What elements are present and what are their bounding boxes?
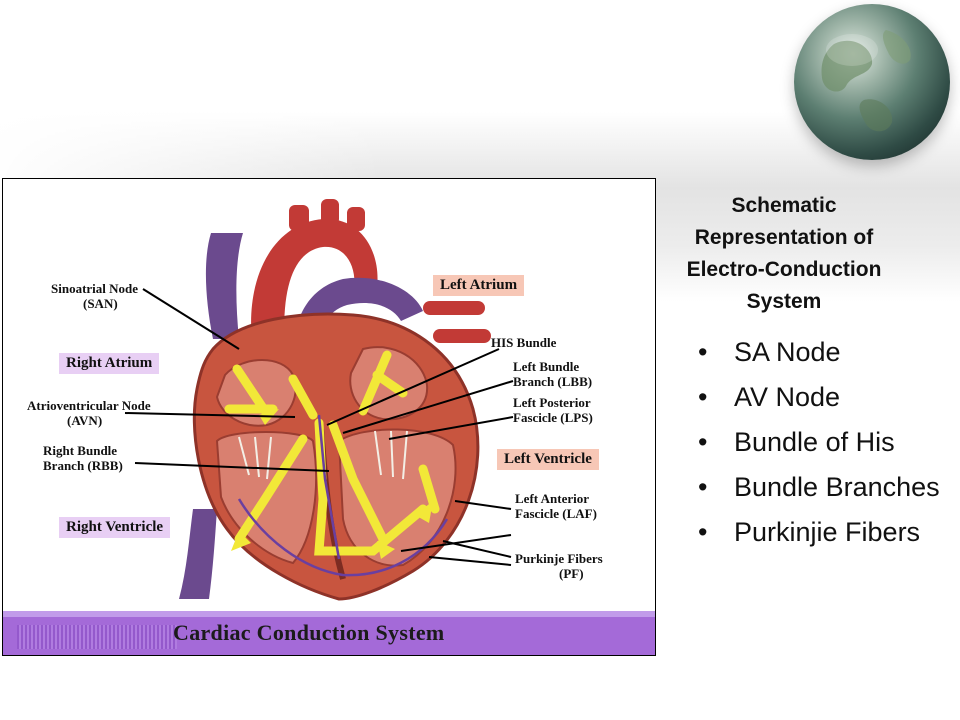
label-rbb-line1: Right Bundle xyxy=(43,443,118,458)
label-pf-line1: Purkinje Fibers xyxy=(515,551,603,566)
pulmonary-vein xyxy=(433,329,491,343)
heart-illustration xyxy=(124,199,514,601)
diagram-caption-bar: Cardiac Conduction System xyxy=(3,611,655,655)
label-avn-line1: Atrioventricular Node xyxy=(27,398,151,413)
bullet-text: Bundle of His xyxy=(734,427,895,457)
bullet-dot-icon: • xyxy=(698,472,708,502)
bullet-text: AV Node xyxy=(734,382,841,412)
cardiac-diagram: Sinoatrial Node (SAN) Right Atrium Atrio… xyxy=(2,178,656,656)
bundle-line xyxy=(317,414,341,560)
slide-title: Schematic Representation of Electro-Cond… xyxy=(650,190,918,318)
bullet-item: • AV Node xyxy=(698,380,948,415)
label-rbb-line2: Branch (RBB) xyxy=(43,458,123,473)
aorta-branch xyxy=(347,207,365,231)
label-pointers xyxy=(124,288,514,566)
slide-title-line1: Schematic xyxy=(731,194,837,217)
caption-texture xyxy=(17,625,177,649)
tag-right-ventricle: Right Ventricle xyxy=(59,517,171,538)
label-lbb-line1: Left Bundle xyxy=(513,359,580,374)
bullet-item: • SA Node xyxy=(698,335,948,370)
pulmonary-artery xyxy=(293,277,423,371)
bullet-item: • Purkinjie Fibers xyxy=(698,515,948,550)
inferior-vena-cava xyxy=(179,509,217,599)
purkinje-line xyxy=(237,498,449,577)
label-san-line1: Sinoatrial Node xyxy=(51,281,139,296)
label-lps-line1: Left Posterior xyxy=(513,395,591,410)
slide-title-line4: System xyxy=(746,290,822,313)
aorta-branch xyxy=(289,205,309,231)
label-pf-line2: (PF) xyxy=(559,566,584,581)
tag-left-ventricle: Left Ventricle xyxy=(497,449,599,470)
slide-title-line2: Representation of xyxy=(694,226,874,249)
label-his: HIS Bundle xyxy=(491,335,557,350)
tag-right-atrium: Right Atrium xyxy=(59,353,160,374)
label-laf: Left Anterior Fascicle (LAF) xyxy=(515,491,597,521)
aorta-branch xyxy=(321,199,339,225)
bullet-list: • SA Node • AV Node • Bundle of His • Bundle… xyxy=(698,335,948,560)
label-rbb: Right Bundle Branch (RBB) xyxy=(43,443,123,473)
conduction-pathway xyxy=(224,350,440,556)
slide-title-line3: Electro-Conduction xyxy=(686,258,882,281)
diagram-caption: Cardiac Conduction System xyxy=(173,620,445,645)
label-laf-line2: Fascicle (LAF) xyxy=(515,506,597,521)
label-lps: Left Posterior Fascicle (LPS) xyxy=(513,395,593,425)
superior-vena-cava xyxy=(205,233,243,339)
bullet-item: • Bundle of His xyxy=(698,425,948,460)
bullet-item: • Bundle Branches xyxy=(698,470,948,505)
label-avn-line2: (AVN) xyxy=(67,413,103,428)
label-san-line2: (SAN) xyxy=(83,296,118,311)
earth-globe-icon xyxy=(794,4,950,160)
label-lbb-line2: Branch (LBB) xyxy=(513,374,593,389)
pulmonary-vein xyxy=(423,301,485,315)
bullet-dot-icon: • xyxy=(698,382,708,412)
bullet-dot-icon: • xyxy=(698,517,708,547)
bullet-dot-icon: • xyxy=(698,337,708,367)
label-san: Sinoatrial Node (SAN) xyxy=(51,281,138,311)
label-lbb: Left Bundle Branch (LBB) xyxy=(513,359,592,389)
bullet-text: Purkinjie Fibers xyxy=(734,517,921,547)
label-lps-line2: Fascicle (LPS) xyxy=(513,410,593,425)
label-laf-line1: Left Anterior xyxy=(515,491,590,506)
bullet-text: Bundle Branches xyxy=(734,472,940,502)
bullet-text: SA Node xyxy=(734,337,841,367)
label-avn: Atrioventricular Node (AVN) xyxy=(27,398,151,428)
label-pf: Purkinje Fibers (PF) xyxy=(515,551,603,581)
bullet-dot-icon: • xyxy=(698,427,708,457)
tag-left-atrium: Left Atrium xyxy=(433,275,525,296)
